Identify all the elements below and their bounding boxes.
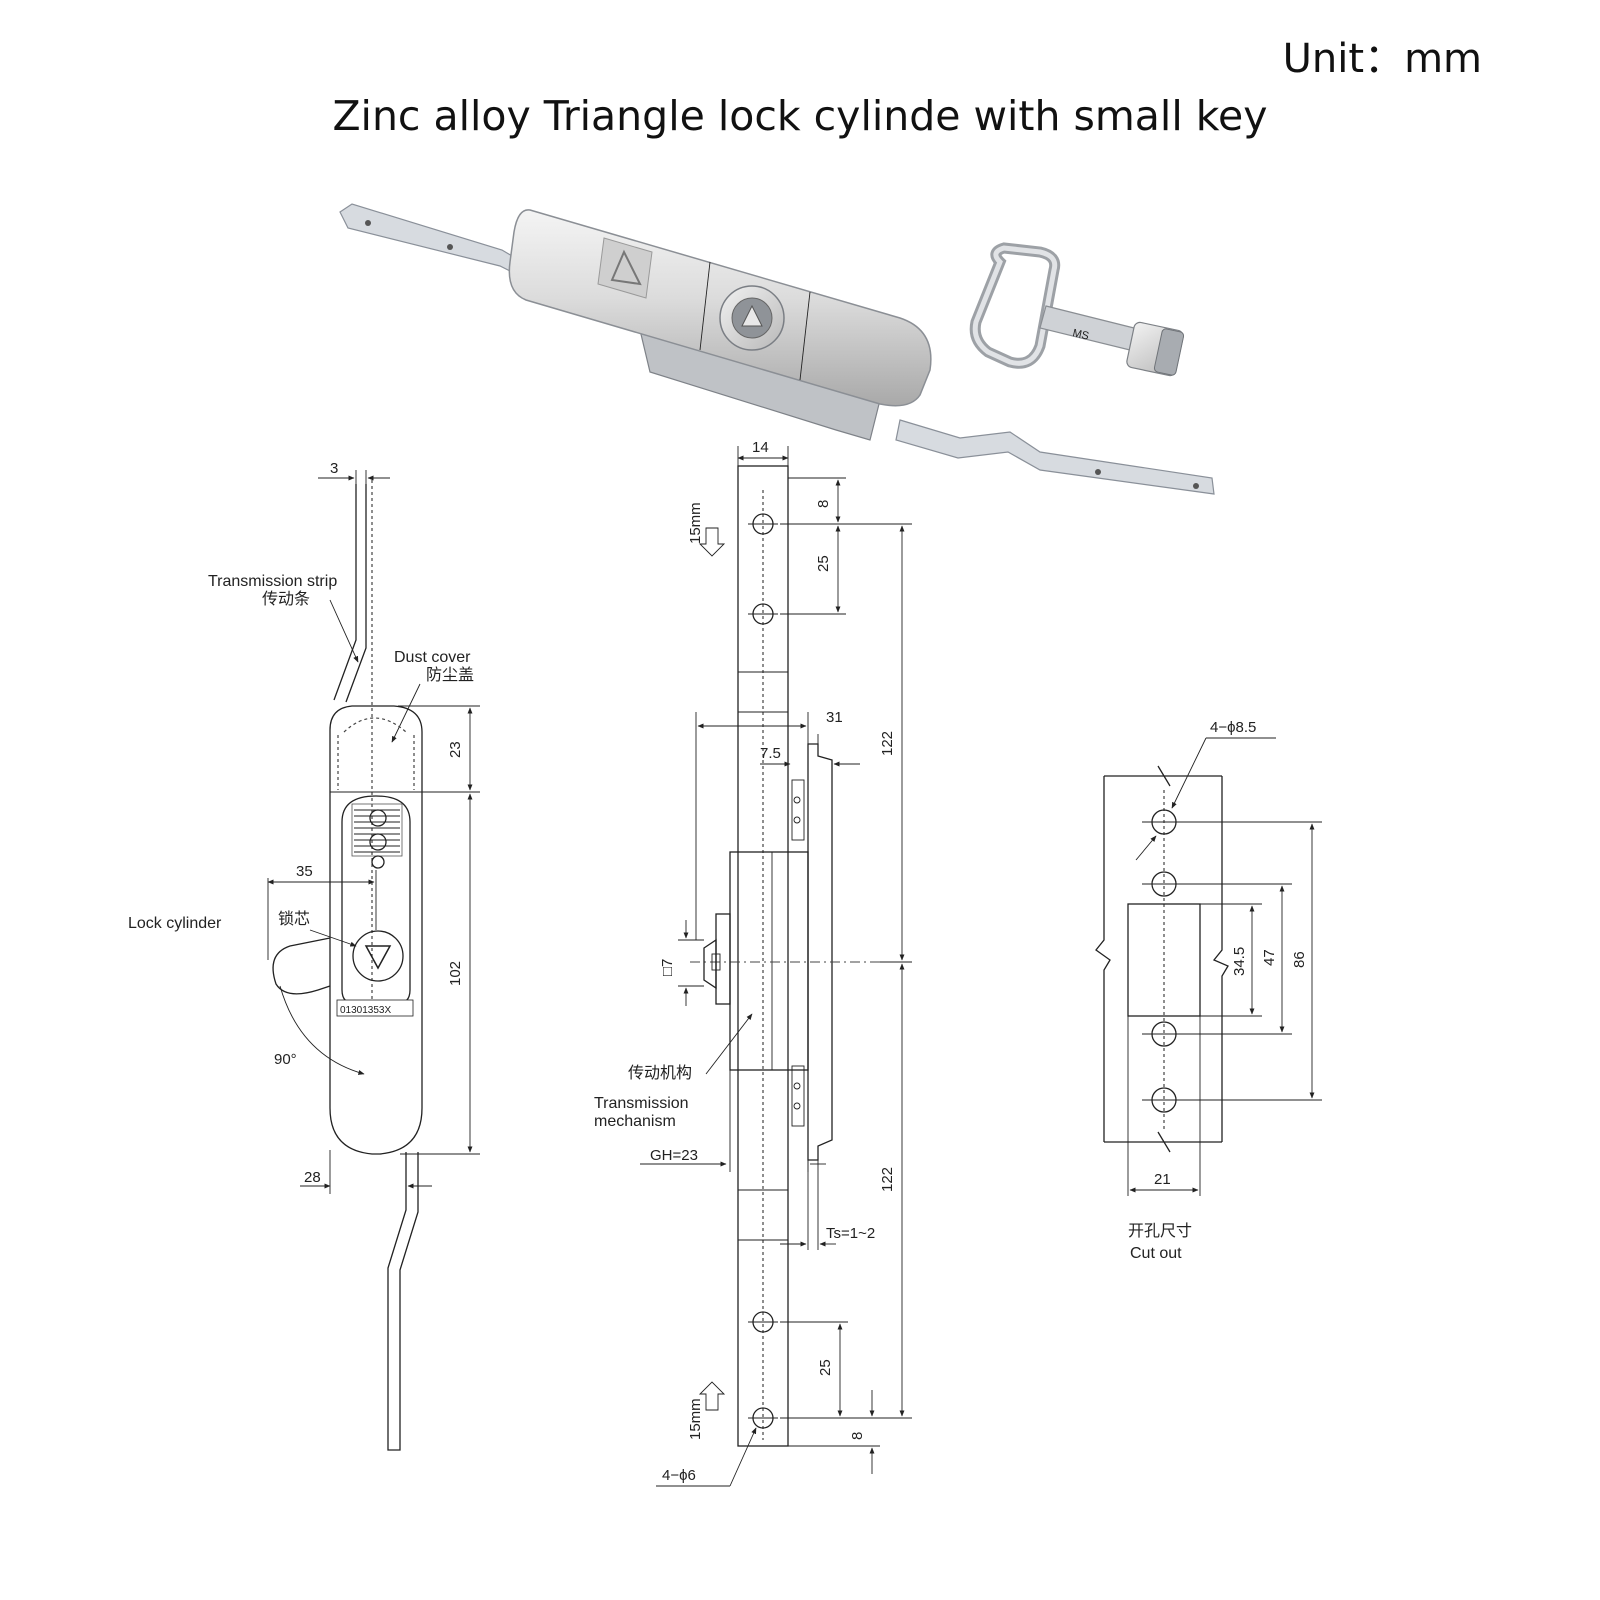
unit-label: Unit：mm: [1282, 36, 1482, 82]
label-transmission-strip: Transmission strip: [208, 573, 337, 590]
side-angle: 90°: [274, 1051, 297, 1068]
triangle-logo-icon: [597, 237, 653, 299]
label-mechanism-line1: Transmission: [594, 1095, 689, 1112]
front-transmission-mechanism: [729, 851, 809, 1071]
label-lock-cylinder: Lock cylinder: [128, 915, 222, 932]
cutout-holes: 4−ϕ8.5: [1210, 719, 1256, 736]
dim-strip-width: 14: [752, 439, 769, 456]
side-view: 3 Transmission strip 传动条 Dust cover 防尘盖: [128, 460, 480, 1451]
cutout-caption-en: Cut out: [1130, 1245, 1182, 1262]
dim-plate: 7.5: [760, 745, 781, 762]
page-title: Zinc alloy Triangle lock cylinde with sm…: [332, 92, 1268, 140]
side-handle: [272, 937, 331, 995]
dim-lower-length: 122: [879, 1167, 896, 1192]
dim-hole-pitch-bottom: 25: [817, 1359, 834, 1376]
label-lock-cylinder-cn: 锁芯: [278, 910, 310, 928]
dim-outer-pitch: 86: [1291, 951, 1308, 968]
front-view: 14 15mm 8 25 122: [594, 439, 912, 1487]
side-cylinder-icon: [352, 930, 404, 982]
dim-hole-pitch-top: 25: [815, 555, 832, 572]
hatch-pattern: [351, 803, 403, 857]
cutout-caption-cn: 开孔尺寸: [1128, 1222, 1192, 1240]
stroke-arrow-down-icon: [698, 527, 726, 557]
key-stamp-text: MS: [1071, 327, 1090, 342]
dim-window: 34.5: [1231, 947, 1248, 976]
front-strip: [737, 465, 789, 1447]
triangle-key-icon: MS: [969, 242, 1185, 377]
dim-handle-offset: 35: [296, 863, 313, 880]
stroke-arrow-up-icon: [698, 1381, 726, 1411]
front-mount-plate: [807, 743, 833, 1161]
side-part-number: 01301353X: [340, 1005, 391, 1016]
dim-window-width: 21: [1154, 1171, 1171, 1188]
dim-square: □7: [659, 959, 676, 976]
dim-upper-length: 122: [879, 731, 896, 756]
dim-inner-pitch: 47: [1261, 949, 1278, 966]
dim-depth: 31: [826, 709, 843, 726]
triangle-key-cylinder-icon: [719, 285, 785, 351]
photo-transmission-strip-right: [895, 419, 1215, 495]
side-strip-lower: [387, 1152, 419, 1451]
product-photo: MS: [339, 203, 1215, 495]
cutout-view: 4−ϕ8.5 34.5 47 86 21 开孔尺寸 Cut out: [1095, 719, 1322, 1262]
label-mechanism-line2: mechanism: [594, 1113, 676, 1130]
label-transmission-strip-cn: 传动条: [262, 590, 310, 608]
stroke-bottom: 15mm: [687, 1398, 704, 1440]
dim-hole-edge-top: 8: [815, 500, 832, 508]
dim-bottom-width: 28: [304, 1169, 321, 1186]
dim-hole-edge-bottom: 8: [849, 1432, 866, 1440]
label-mechanism-cn: 传动机构: [628, 1064, 692, 1082]
dim-gh: GH=23: [650, 1147, 698, 1164]
label-dust-cover-cn: 防尘盖: [426, 666, 474, 684]
label-dust-cover: Dust cover: [394, 649, 471, 666]
holes-bottom: 4−ϕ6: [662, 1467, 696, 1484]
dim-dust-cover: 23: [447, 741, 464, 758]
photo-transmission-strip-left: [339, 203, 523, 277]
dim-top-width: 3: [330, 460, 338, 477]
dim-body-length: 102: [447, 961, 464, 986]
side-lock-body: [329, 705, 423, 1155]
stroke-top: 15mm: [687, 502, 704, 544]
cutout-window: [1127, 903, 1201, 1017]
dim-ts: Ts=1~2: [826, 1225, 875, 1242]
